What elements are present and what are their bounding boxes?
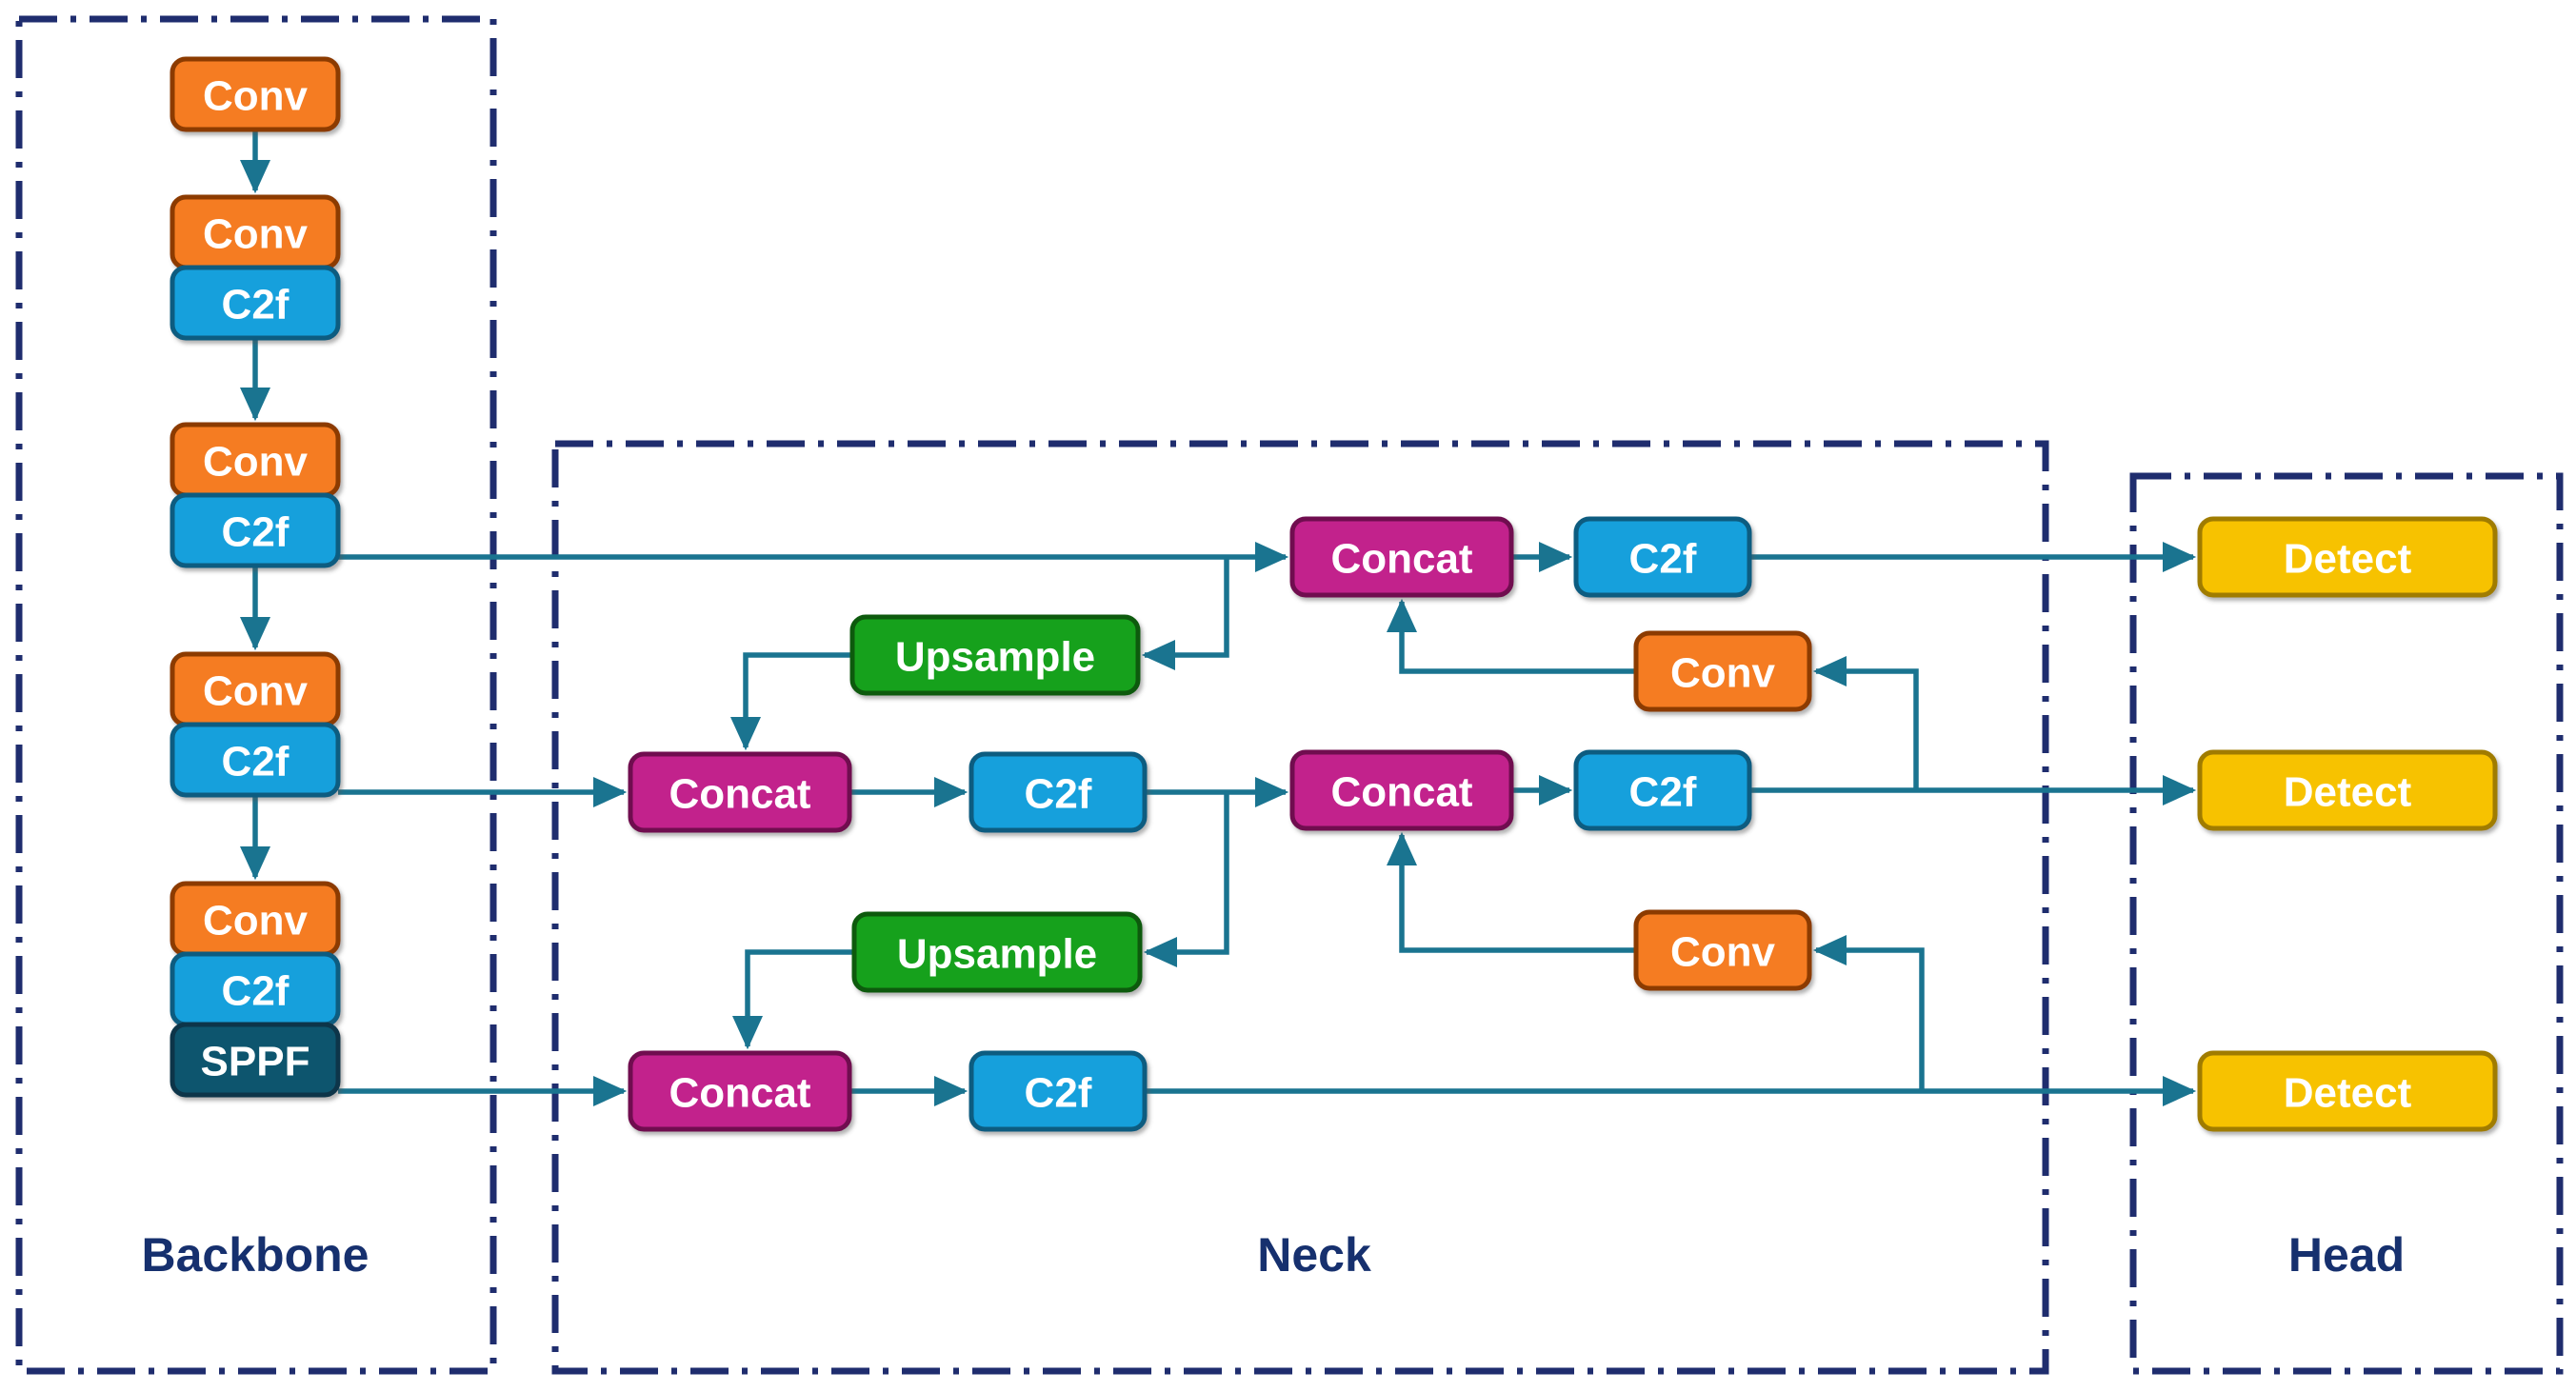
block-nk-cat-4: Concat [1289,749,1514,831]
block-nk-cat-2: Concat [628,1050,852,1132]
block-bb-conv-3: Conv [170,422,341,498]
block-nk-c2f-4: C2f [1573,749,1752,831]
block-rect-concat [1289,749,1514,831]
block-label: Conv [1670,929,1776,976]
block-bb-sppf: SPPF [170,1022,341,1098]
block-label: Concat [669,1070,810,1117]
block-nk-conv-2: Conv [1633,909,1812,991]
block-hd-det-3: Detect [2197,1050,2498,1132]
block-bb-conv-4: Conv [170,651,341,727]
block-label: C2f [1629,769,1697,816]
block-rect-detect [2197,749,2498,831]
block-label: Upsample [895,634,1095,681]
block-label: C2f [222,509,290,556]
block-label: Detect [2284,769,2412,816]
edge-e-c2f4-conv1 [1812,655,1919,790]
block-rect-c2f [170,722,341,798]
block-rect-sppf [170,1022,341,1098]
section-label-backbone: Backbone [142,1228,369,1282]
block-rect-upsample [849,614,1141,696]
block-rect-c2f [1573,749,1752,831]
block-label: C2f [222,739,290,785]
block-rect-concat [1289,516,1514,598]
group-box-backbone [15,15,497,1375]
edge-e-c2f2-conv2 [1812,934,1925,1091]
network-blocks: ConvConvC2fConvC2fConvC2fConvC2fSPPFUpsa… [170,56,2498,1132]
section-label-head: Head [2288,1228,2405,1282]
edge-e-sppf-ups1 [1141,557,1229,671]
block-rect-detect [2197,1050,2498,1132]
block-rect-conv [170,56,341,132]
block-rect-c2f [170,265,341,341]
block-rect-concat [628,1050,852,1132]
block-bb-conv-1: Conv [170,56,341,132]
block-hd-det-2: Detect [2197,749,2498,831]
block-label: Concat [1330,536,1472,583]
block-nk-cat-3: Concat [1289,516,1514,598]
block-nk-c2f-2: C2f [968,1050,1148,1132]
block-rect-c2f [968,1050,1148,1132]
block-rect-upsample [851,911,1143,993]
block-rect-concat [628,751,852,833]
block-nk-conv-1: Conv [1633,630,1812,712]
block-label: C2f [1629,536,1697,583]
block-label: Upsample [897,931,1097,978]
block-label: Conv [203,668,309,715]
block-label: C2f [1025,1070,1092,1117]
block-rect-c2f [170,492,341,568]
block-label: SPPF [201,1039,310,1085]
block-nk-c2f-1: C2f [968,751,1148,833]
block-label: Conv [203,439,309,486]
block-bb-conv-5: Conv [170,881,341,957]
block-label: C2f [222,968,290,1015]
edge-e-c2f1-ups2 [1143,792,1229,968]
block-rect-conv [1633,630,1812,712]
block-bb-conv-2: Conv [170,194,341,270]
edge-e-conv1-cat3 [1386,598,1636,674]
edge-e-conv2-cat4 [1386,831,1636,953]
group-box-head [2129,472,2564,1375]
block-label: C2f [1025,771,1092,818]
connection-edges [239,129,2197,1107]
block-nk-ups-1: Upsample [849,614,1141,696]
block-label: Conv [1670,650,1776,697]
block-label: Conv [203,898,309,945]
block-label: Conv [203,211,309,258]
block-bb-c2f-2: C2f [170,492,341,568]
block-rect-detect [2197,516,2498,598]
edge-e-ups2-cat2 [731,949,854,1050]
block-rect-conv [1633,909,1812,991]
block-label: Conv [203,73,309,120]
block-nk-ups-2: Upsample [851,911,1143,993]
block-rect-c2f [968,751,1148,833]
edge-e-ups1-cat1 [729,652,852,751]
block-bb-c2f-1: C2f [170,265,341,341]
section-label-neck: Neck [1257,1228,1371,1282]
block-label: Detect [2284,1070,2412,1117]
block-nk-cat-1: Concat [628,751,852,833]
group-box-neck [551,440,2049,1375]
block-label: Concat [1330,769,1472,816]
block-rect-c2f [1573,516,1752,598]
block-label: C2f [222,282,290,328]
block-nk-c2f-3: C2f [1573,516,1752,598]
section-group-boxes [15,15,2564,1375]
block-hd-det-1: Detect [2197,516,2498,598]
block-label: Detect [2284,536,2412,583]
block-label: Concat [669,771,810,818]
block-bb-c2f-3: C2f [170,722,341,798]
section-labels: Backbone Neck Head [142,1228,2406,1282]
block-bb-c2f-4: C2f [170,951,341,1027]
